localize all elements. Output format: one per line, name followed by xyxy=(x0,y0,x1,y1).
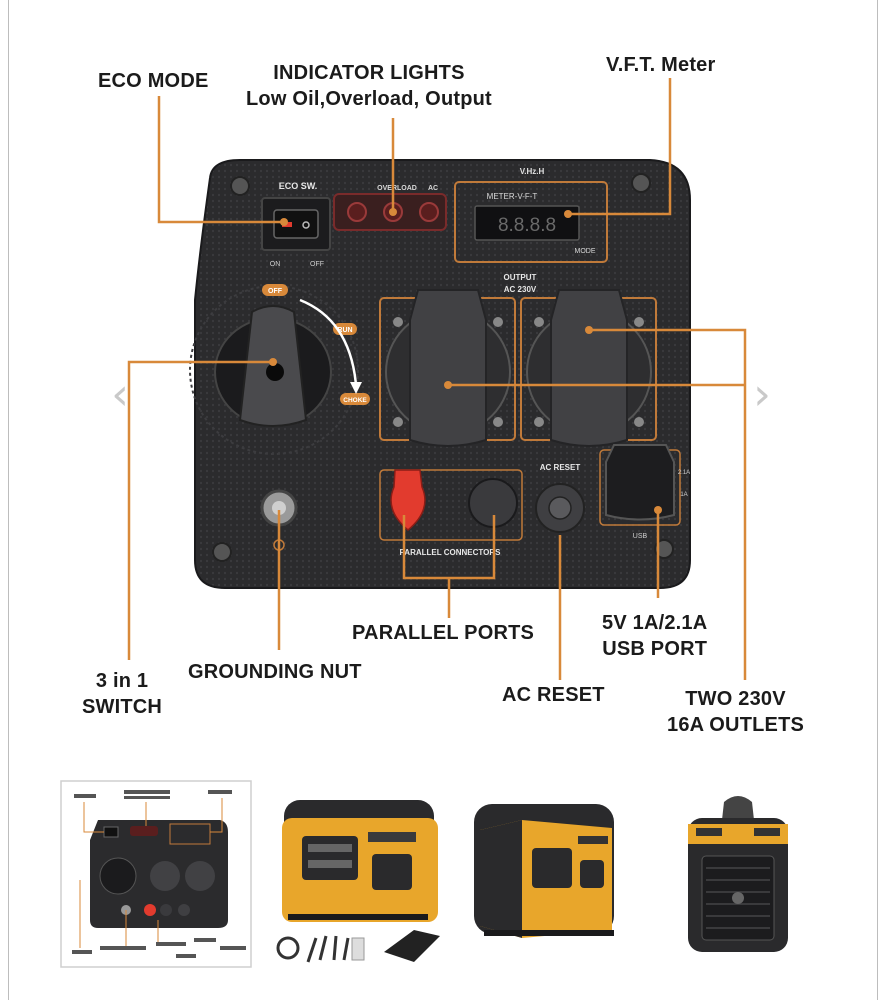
parallel-ports-text: PARALLEL PORTS xyxy=(352,622,535,644)
indicator-lights-callout: INDICATOR LIGHTS Low Oil,Overload, Outpu… xyxy=(246,60,492,112)
screw-top-left xyxy=(230,176,250,196)
ac-reset-text: AC RESET xyxy=(502,684,605,706)
ac-reset-panel-label: AC RESET xyxy=(540,463,581,472)
meter-header: V.Hz.H xyxy=(520,167,545,176)
eco-mode-text: ECO MODE xyxy=(98,70,209,92)
screw-bottom-right xyxy=(654,539,674,559)
thumbnail-generator-front[interactable] xyxy=(264,780,454,968)
carousel-next-arrow-icon[interactable]: › xyxy=(753,369,771,420)
outlets-text-line1: TWO 230V xyxy=(685,688,786,710)
indicator-lights-text: INDICATOR LIGHTS xyxy=(273,62,465,84)
eco-switch-label: ECO SW. xyxy=(279,181,318,191)
outlets-callout: TWO 230V 16A OUTLETS xyxy=(667,686,804,738)
usb-panel-label: USB xyxy=(633,533,648,540)
thumbnail-panel-diagram[interactable] xyxy=(60,780,252,968)
grounding-nut-text: GROUNDING NUT xyxy=(188,661,362,683)
knob-off-label: OFF xyxy=(268,288,283,295)
screw-top-right xyxy=(631,173,651,193)
switch-callout: 3 in 1 SWITCH xyxy=(82,668,162,720)
control-panel-image: ECO SW. ON OFF OVERLOAD AC V.Hz.H METER-… xyxy=(127,78,747,680)
parallel-connectors-label: PARALLEL CONNECTORS xyxy=(400,548,502,557)
outlets-text-line2: 16A OUTLETS xyxy=(667,714,805,736)
outlet-left-cover[interactable] xyxy=(409,289,487,447)
eco-off-label: OFF xyxy=(310,261,324,268)
eco-switch[interactable] xyxy=(273,209,319,239)
output-light xyxy=(419,202,439,222)
ac-indicator-label: AC xyxy=(428,185,438,192)
screw-bottom-left xyxy=(212,542,232,562)
vft-meter-frame xyxy=(454,181,608,263)
vft-meter-callout: V.F.T. Meter xyxy=(606,52,715,78)
meter-digits: 8.8.8.8 xyxy=(498,215,556,236)
overload-label: OVERLOAD xyxy=(377,185,417,192)
switch-text-line1: 3 in 1 xyxy=(95,670,149,692)
vft-meter-display xyxy=(474,205,580,241)
usb-cover[interactable] xyxy=(605,444,675,521)
usb-1a-label: 1A xyxy=(680,492,687,498)
meter-mode-label: MODE xyxy=(575,248,596,255)
usb-port-text-line2: USB PORT xyxy=(602,638,708,660)
eco-switch-dot xyxy=(302,221,310,229)
low-oil-light xyxy=(347,202,367,222)
thumbnail-generator-angle[interactable] xyxy=(462,780,628,968)
usb-port-text-line1: 5V 1A/2.1A xyxy=(602,612,708,634)
indicator-lights-subtext: Low Oil,Overload, Output xyxy=(246,88,492,110)
parallel-ports-callout: PARALLEL PORTS xyxy=(352,620,534,646)
eco-on-label: ON xyxy=(270,261,281,268)
usb-21a-label: 2.1A xyxy=(678,470,690,476)
eco-mode-callout: ECO MODE xyxy=(98,68,209,94)
meter-title: METER-V-F-T xyxy=(487,192,538,201)
outlet-right-cover[interactable] xyxy=(550,289,628,447)
parallel-red-cap[interactable] xyxy=(390,469,426,531)
output-label-line2: AC 230V xyxy=(504,285,537,294)
knob-run-label: RUN xyxy=(337,327,352,334)
knob-dial-area xyxy=(189,285,359,455)
vft-meter-text: V.F.T. Meter xyxy=(606,54,716,76)
callout-leader-lines xyxy=(127,78,747,680)
knob-center-hole xyxy=(266,363,284,381)
knob-choke-label: CHOKE xyxy=(343,397,367,404)
output-label-line1: OUTPUT xyxy=(504,273,537,282)
carousel-prev-arrow-icon[interactable]: ‹ xyxy=(111,369,129,420)
knob-direction-arrow xyxy=(299,298,358,386)
parallel-connectors-frame xyxy=(379,469,523,541)
ac-reset-callout: AC RESET xyxy=(502,682,605,708)
usb-port-callout: 5V 1A/2.1A USB PORT xyxy=(602,610,707,662)
thumbnail-generator-side[interactable] xyxy=(678,780,798,968)
callout-leader-dots xyxy=(269,208,662,514)
grounding-nut-callout: GROUNDING NUT xyxy=(188,659,362,685)
switch-text-line2: SWITCH xyxy=(82,696,163,718)
